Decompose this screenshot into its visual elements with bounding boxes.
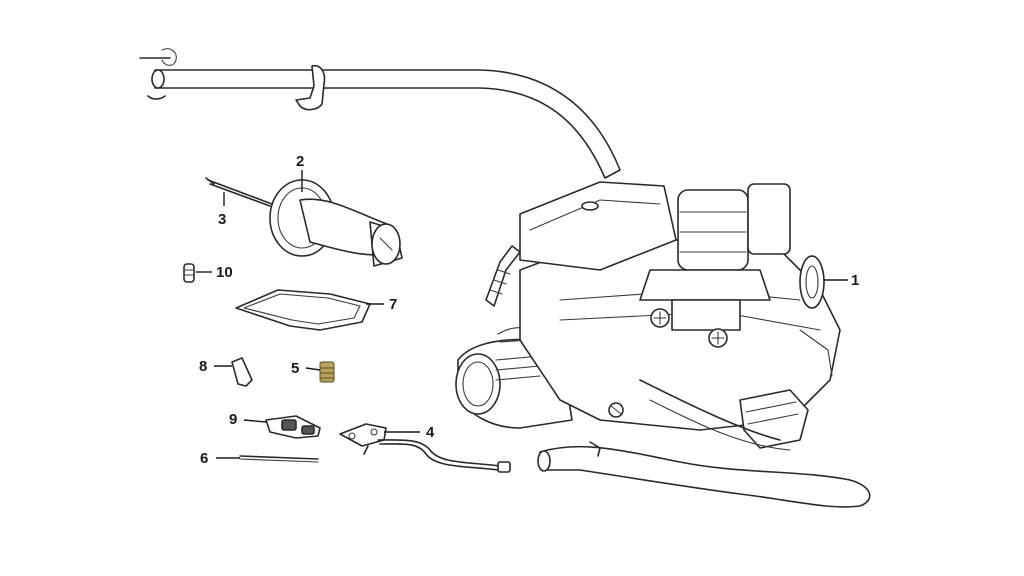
float-bracket-part-9 — [265, 415, 321, 439]
bracket-part-8 — [231, 357, 253, 387]
callout-1: 1 — [851, 272, 859, 289]
brass-jet-part-5 — [319, 361, 335, 383]
gasket-part — [235, 289, 371, 331]
callout-5: 5 — [291, 360, 299, 377]
callout-4: 4 — [426, 424, 435, 441]
callout-7: 7 — [389, 296, 397, 313]
piston-diaphragm-part — [269, 179, 403, 267]
callout-2: 2 — [296, 153, 304, 170]
callout-8: 8 — [199, 358, 207, 375]
float-pin-part-6 — [239, 455, 319, 463]
sensor-wire-part-4 — [339, 423, 511, 473]
carburetor-body — [455, 181, 841, 451]
jet-needle-part — [205, 177, 273, 207]
leader-5 — [305, 367, 321, 371]
lower-hose — [537, 441, 871, 508]
callout-3: 3 — [218, 211, 226, 228]
jet-part-10 — [183, 263, 195, 283]
callout-6: 6 — [200, 450, 208, 467]
callout-10: 10 — [216, 264, 233, 281]
leader-9 — [243, 419, 267, 423]
top-hose — [139, 48, 621, 179]
callout-9: 9 — [229, 411, 237, 428]
